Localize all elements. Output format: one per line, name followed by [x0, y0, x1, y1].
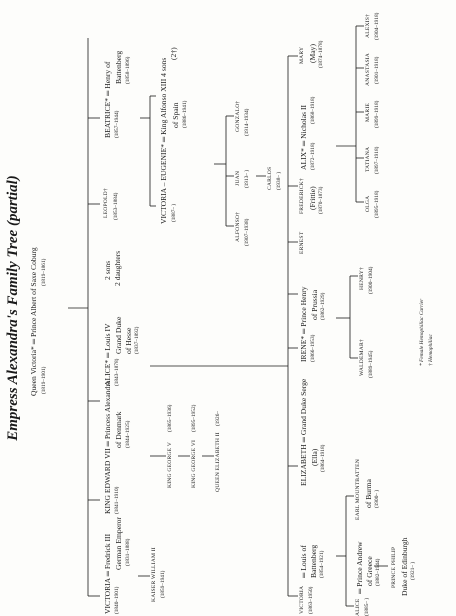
victoria-of-hesse-dates: (1863–1950) — [308, 586, 314, 614]
legend-carrier: * Female Hemophiliac Carrier — [419, 298, 425, 366]
edward-dates: (1841–1910) — [114, 486, 120, 514]
victoria-dates: (1840–1901) — [114, 586, 120, 614]
waldemar-dates: (1889–1945) — [368, 350, 374, 378]
mountbatten-title: of Burma — [364, 479, 373, 508]
carlos-dates: (1938– ) — [276, 171, 282, 190]
two-sons: 2 sons — [103, 260, 112, 280]
prince-andrew: ═ Prince Andrew — [355, 541, 364, 594]
tatiana-dates: (1897–1918) — [374, 146, 380, 174]
edward-alexandra: KING EDWARD VII ═ Princess Alexandra — [103, 380, 112, 514]
leopold-dates: (1853–1884) — [113, 192, 119, 220]
duke-of-edinburgh: Duke of Edinburgh — [400, 537, 409, 597]
juan: JUAN — [235, 170, 241, 186]
prince-philip-dates: (1921– ) — [410, 561, 416, 580]
mountbatten-dates: (1900– ) — [374, 489, 380, 508]
juan-dates: (1913– ) — [244, 169, 250, 188]
king-george-vi: KING GEORGE VI — [191, 439, 197, 488]
alfonso: ALFONSO† — [235, 211, 241, 242]
prince-andrew-dates: (1882–1944) — [375, 558, 381, 586]
ella: (Ella) — [310, 448, 319, 466]
olga-dates: (1895–1918) — [374, 190, 380, 218]
waldemar: WALDEMAR† — [359, 339, 365, 376]
anastasia-dates: (1901–1918) — [374, 56, 380, 84]
leopold: LEOPOLD† — [103, 188, 109, 218]
two-daughters: 2 daughters — [113, 250, 122, 286]
frederick: FREDERICK† — [299, 178, 305, 214]
carlos: CARLOS — [267, 166, 273, 190]
beatrice-dates: (1857–1944) — [114, 110, 120, 138]
frederick-dates: (1870–1873) — [318, 186, 324, 214]
kaiser-dates: (1859–1941) — [160, 570, 166, 598]
prince-henry-title: of Prussia — [310, 289, 319, 320]
alix-nicholas: ALIX* ═ Nicholas II — [299, 104, 308, 170]
elizabeth-serge: ELIZABETH ═ Grand Duke Serge — [299, 378, 308, 486]
tatiana: TATIANA — [365, 146, 371, 172]
alexis: ALEXIS† — [365, 13, 371, 38]
alice-of-battenberg-dates: (1885– ) — [364, 597, 370, 616]
battenberg-dates: (1854–1921) — [319, 550, 325, 578]
henry-title: Battenberg — [114, 50, 123, 84]
fredrick-dates: (1831–1888) — [125, 538, 131, 566]
henry-dates: (1858–1896) — [125, 56, 131, 84]
alexandra-title: of Denmark — [114, 411, 123, 448]
marie-dates: (1899–1918) — [374, 100, 380, 128]
henry-of-prussia-son: HENRY† — [359, 267, 365, 290]
irene-dates: (1866–1953) — [310, 334, 316, 362]
king-george-v: KING GEORGE V — [167, 441, 173, 488]
mary: MARY — [299, 46, 305, 64]
olga: OLGA — [365, 195, 371, 212]
legend-hemophiliac: † Hemophiliac — [428, 334, 434, 366]
victoria-fredrick: VICTORIA ═ Fredrick III — [103, 533, 112, 614]
four-sons-note: (2†) — [169, 47, 178, 60]
queen-victoria-dates: (1819–1901) — [41, 366, 47, 394]
nicholas-dates: (1868–1918) — [310, 96, 316, 124]
ernest: ERNEST — [299, 231, 305, 254]
gonzalo: GONZALO† — [235, 100, 241, 132]
alix-dates: (1872–1918) — [310, 142, 316, 170]
anastasia: ANASTASIA — [365, 52, 371, 86]
george-vi-dates: (1895–1952) — [191, 404, 197, 432]
alice-of-battenberg: ALICE — [355, 598, 361, 616]
elizabeth-dates: (1864–1918) — [320, 444, 326, 472]
queen-elizabeth-ii: QUEEN ELIZABETH II — [215, 432, 221, 492]
earl-mountbatten: EARL MOUNTBATTEN — [355, 459, 361, 520]
gonzalo-dates: (1914–1934) — [244, 108, 250, 136]
diagram-title: Empress Alexandra's Family Tree (partial… — [5, 175, 21, 441]
alfonso-xiii-dates: (1886–1941) — [182, 100, 188, 128]
alfonso-xiii-title: of Spain — [171, 102, 180, 128]
irene-henry: IRENE* ═ Prince Henry — [299, 286, 308, 362]
queen-victoria-couple: Queen Victoria* ═ Prince Albert of Saxe … — [29, 247, 38, 396]
alice-louis: ALICE* ═ Louis IV — [103, 323, 112, 386]
louis-title-2: of Hesse — [124, 327, 133, 354]
louis-title-1: Grand Duke — [114, 316, 123, 354]
frittie: (Frittie) — [308, 186, 317, 210]
prince-albert-dates: (1819–1861) — [41, 258, 47, 286]
fredrick-title: German Emperor — [114, 517, 123, 570]
prince-andrew-title: of Greece — [365, 556, 374, 586]
elizabeth-ii-dates: (1926– — [215, 410, 221, 426]
george-v-dates: (1865–1936) — [167, 404, 173, 432]
victoria-of-hesse: VICTORIA — [299, 585, 305, 614]
prince-philip: PRINCE PHILIP — [391, 546, 397, 588]
prince-henry-dates: (1862–1929) — [320, 292, 326, 320]
mary-dates: (1874–1878) — [318, 40, 324, 68]
beatrice-henry: BEATRICE* ═ Henry of — [103, 61, 112, 138]
alfonso-dates: (1907–1938) — [244, 218, 250, 246]
louis-dates: (1837–1892) — [134, 326, 140, 354]
victoria-eugenie-alfonso: VICTORIA – EUGENIE* ═ King Alfonso XIII … — [159, 57, 168, 224]
alexis-dates: (1904–1918) — [374, 12, 380, 40]
marie: MARIE — [365, 102, 371, 122]
battenberg: Battenberg — [309, 544, 318, 578]
henry-of-prussia-son-dates: (1900–1904) — [368, 266, 374, 294]
alexandra-dates: (1844–1925) — [125, 420, 131, 448]
alice-dates: (1843–1878) — [114, 358, 120, 386]
louis-of-battenberg: ═ Louis of — [299, 545, 308, 578]
may: (May) — [308, 44, 317, 63]
kaiser-william: KAISER WILLIAM II — [151, 547, 157, 602]
victoria-eugenie-dates: (1887– ) — [171, 203, 177, 222]
